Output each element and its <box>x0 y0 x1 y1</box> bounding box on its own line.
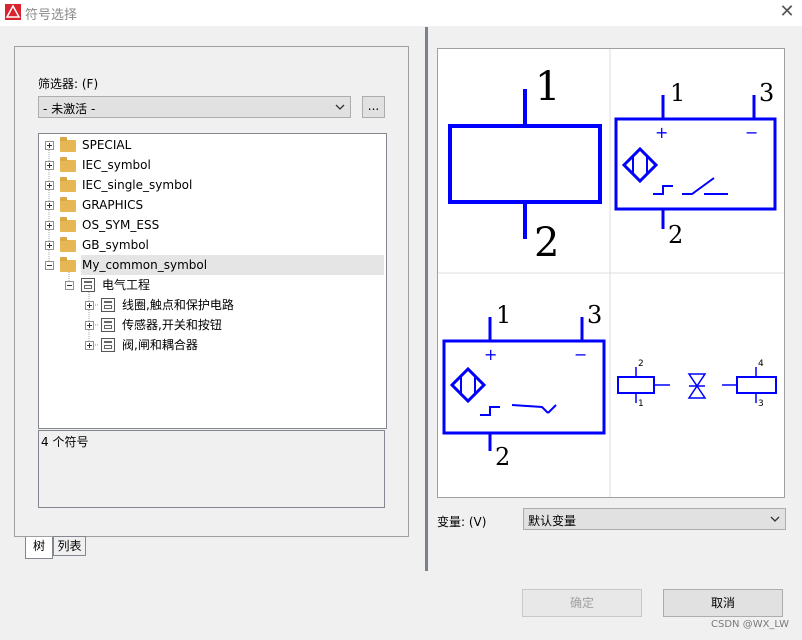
expand-icon[interactable] <box>85 301 94 310</box>
chevron-down-icon <box>770 516 780 522</box>
tree-item-label: My_common_symbol <box>82 258 208 272</box>
tree-item-label: IEC_symbol <box>82 158 151 172</box>
minus-sign: − <box>745 123 759 142</box>
library-icon <box>101 338 115 352</box>
close-icon[interactable]: ✕ <box>779 1 795 22</box>
expand-icon[interactable] <box>45 141 54 150</box>
expand-icon[interactable] <box>45 241 54 250</box>
library-icon <box>101 318 115 332</box>
watermark: CSDN @WX_LW <box>711 619 789 630</box>
tree-item-iec-symbol[interactable]: IEC_symbol <box>39 155 384 175</box>
symbol-preview-grid[interactable]: 1 2 1 3 2 + − 1 3 2 + − 2 1 4 3 <box>437 48 785 498</box>
title-bar <box>0 0 802 26</box>
pin-label: 3 <box>759 79 775 107</box>
folder-icon <box>60 197 76 212</box>
tree-item-label: GB_symbol <box>82 238 149 252</box>
collapse-icon[interactable] <box>65 281 74 290</box>
tree-item-special[interactable]: SPECIAL <box>39 135 384 155</box>
variant-dropdown[interactable]: 默认变量 <box>523 508 786 530</box>
cancel-button[interactable]: 取消 <box>663 589 783 617</box>
variant-value: 默认变量 <box>528 514 577 528</box>
expand-icon[interactable] <box>45 201 54 210</box>
filter-label: 筛选器: (F) <box>38 77 99 91</box>
plus-sign: + <box>484 345 498 364</box>
pin-label: 3 <box>587 301 603 329</box>
tree-item-my-common-symbol[interactable]: My_common_symbol <box>81 255 384 275</box>
expand-icon[interactable] <box>85 341 94 350</box>
panel-splitter[interactable] <box>425 27 428 571</box>
pin-label: 1 <box>638 399 644 409</box>
tree-item-label: 电气工程 <box>102 278 151 292</box>
symbol-count-text: 4 个符号 <box>41 435 89 449</box>
pin-label: 2 <box>534 220 560 266</box>
tree-item-sensors-switches[interactable]: 传感器,开关和按钮 <box>39 315 384 335</box>
pin-label: 4 <box>758 359 764 369</box>
pin-label: 2 <box>668 221 684 249</box>
library-icon <box>101 298 115 312</box>
plus-sign: + <box>655 123 669 142</box>
folder-icon <box>60 137 76 152</box>
chevron-down-icon <box>335 104 345 110</box>
filter-dropdown[interactable]: - 未激活 - <box>38 96 351 118</box>
window-title: 符号选择 <box>25 8 78 23</box>
collapse-icon[interactable] <box>45 261 54 270</box>
minus-sign: − <box>574 345 588 364</box>
tree-item-label: OS_SYM_ESS <box>82 218 160 232</box>
pin-label: 1 <box>535 64 561 110</box>
tree-item-label: SPECIAL <box>82 138 132 152</box>
folder-open-icon <box>60 257 76 272</box>
tree-item-label: IEC_single_symbol <box>82 178 193 192</box>
expand-icon[interactable] <box>85 321 94 330</box>
variant-label: 变量: (V) <box>437 515 487 529</box>
symbol-count-box: 4 个符号 <box>38 430 385 508</box>
ok-button[interactable]: 确定 <box>522 589 642 617</box>
tree-item-valves-couplers[interactable]: 阀,闸和耦合器 <box>39 335 384 355</box>
expand-icon[interactable] <box>45 221 54 230</box>
folder-icon <box>60 157 76 172</box>
pin-label: 2 <box>495 443 511 471</box>
tab-list[interactable]: 列表 <box>53 536 86 556</box>
tree-item-iec-single-symbol[interactable]: IEC_single_symbol <box>39 175 384 195</box>
symbol-tree[interactable]: SPECIAL IEC_symbol IEC_single_symbol GRA… <box>38 133 387 429</box>
tree-item-label: 传感器,开关和按钮 <box>122 318 222 332</box>
expand-icon[interactable] <box>45 161 54 170</box>
pin-label: 1 <box>496 301 512 329</box>
tab-tree[interactable]: 树 <box>25 537 53 559</box>
tree-item-electrical[interactable]: 电气工程 <box>39 275 384 295</box>
folder-icon <box>60 237 76 252</box>
tree-item-label: 线圈,触点和保护电路 <box>122 298 234 312</box>
folder-icon <box>60 177 76 192</box>
pin-label: 3 <box>758 399 764 409</box>
filter-value: - 未激活 - <box>43 102 96 116</box>
filter-browse-button[interactable]: ... <box>362 96 385 118</box>
tree-item-label: GRAPHICS <box>82 198 144 212</box>
library-icon <box>81 278 95 292</box>
expand-icon[interactable] <box>45 181 54 190</box>
pin-label: 1 <box>670 79 686 107</box>
tree-item-os-sym-ess[interactable]: OS_SYM_ESS <box>39 215 384 235</box>
tree-item-label: 阀,闸和耦合器 <box>122 338 198 352</box>
tree-item-coils-contacts[interactable]: 线圈,触点和保护电路 <box>39 295 384 315</box>
folder-icon <box>60 217 76 232</box>
pin-label: 2 <box>638 359 644 369</box>
symbol-preview-canvas <box>438 49 784 497</box>
tree-item-gb-symbol[interactable]: GB_symbol <box>39 235 384 255</box>
tree-item-graphics[interactable]: GRAPHICS <box>39 195 384 215</box>
app-icon <box>5 4 21 20</box>
